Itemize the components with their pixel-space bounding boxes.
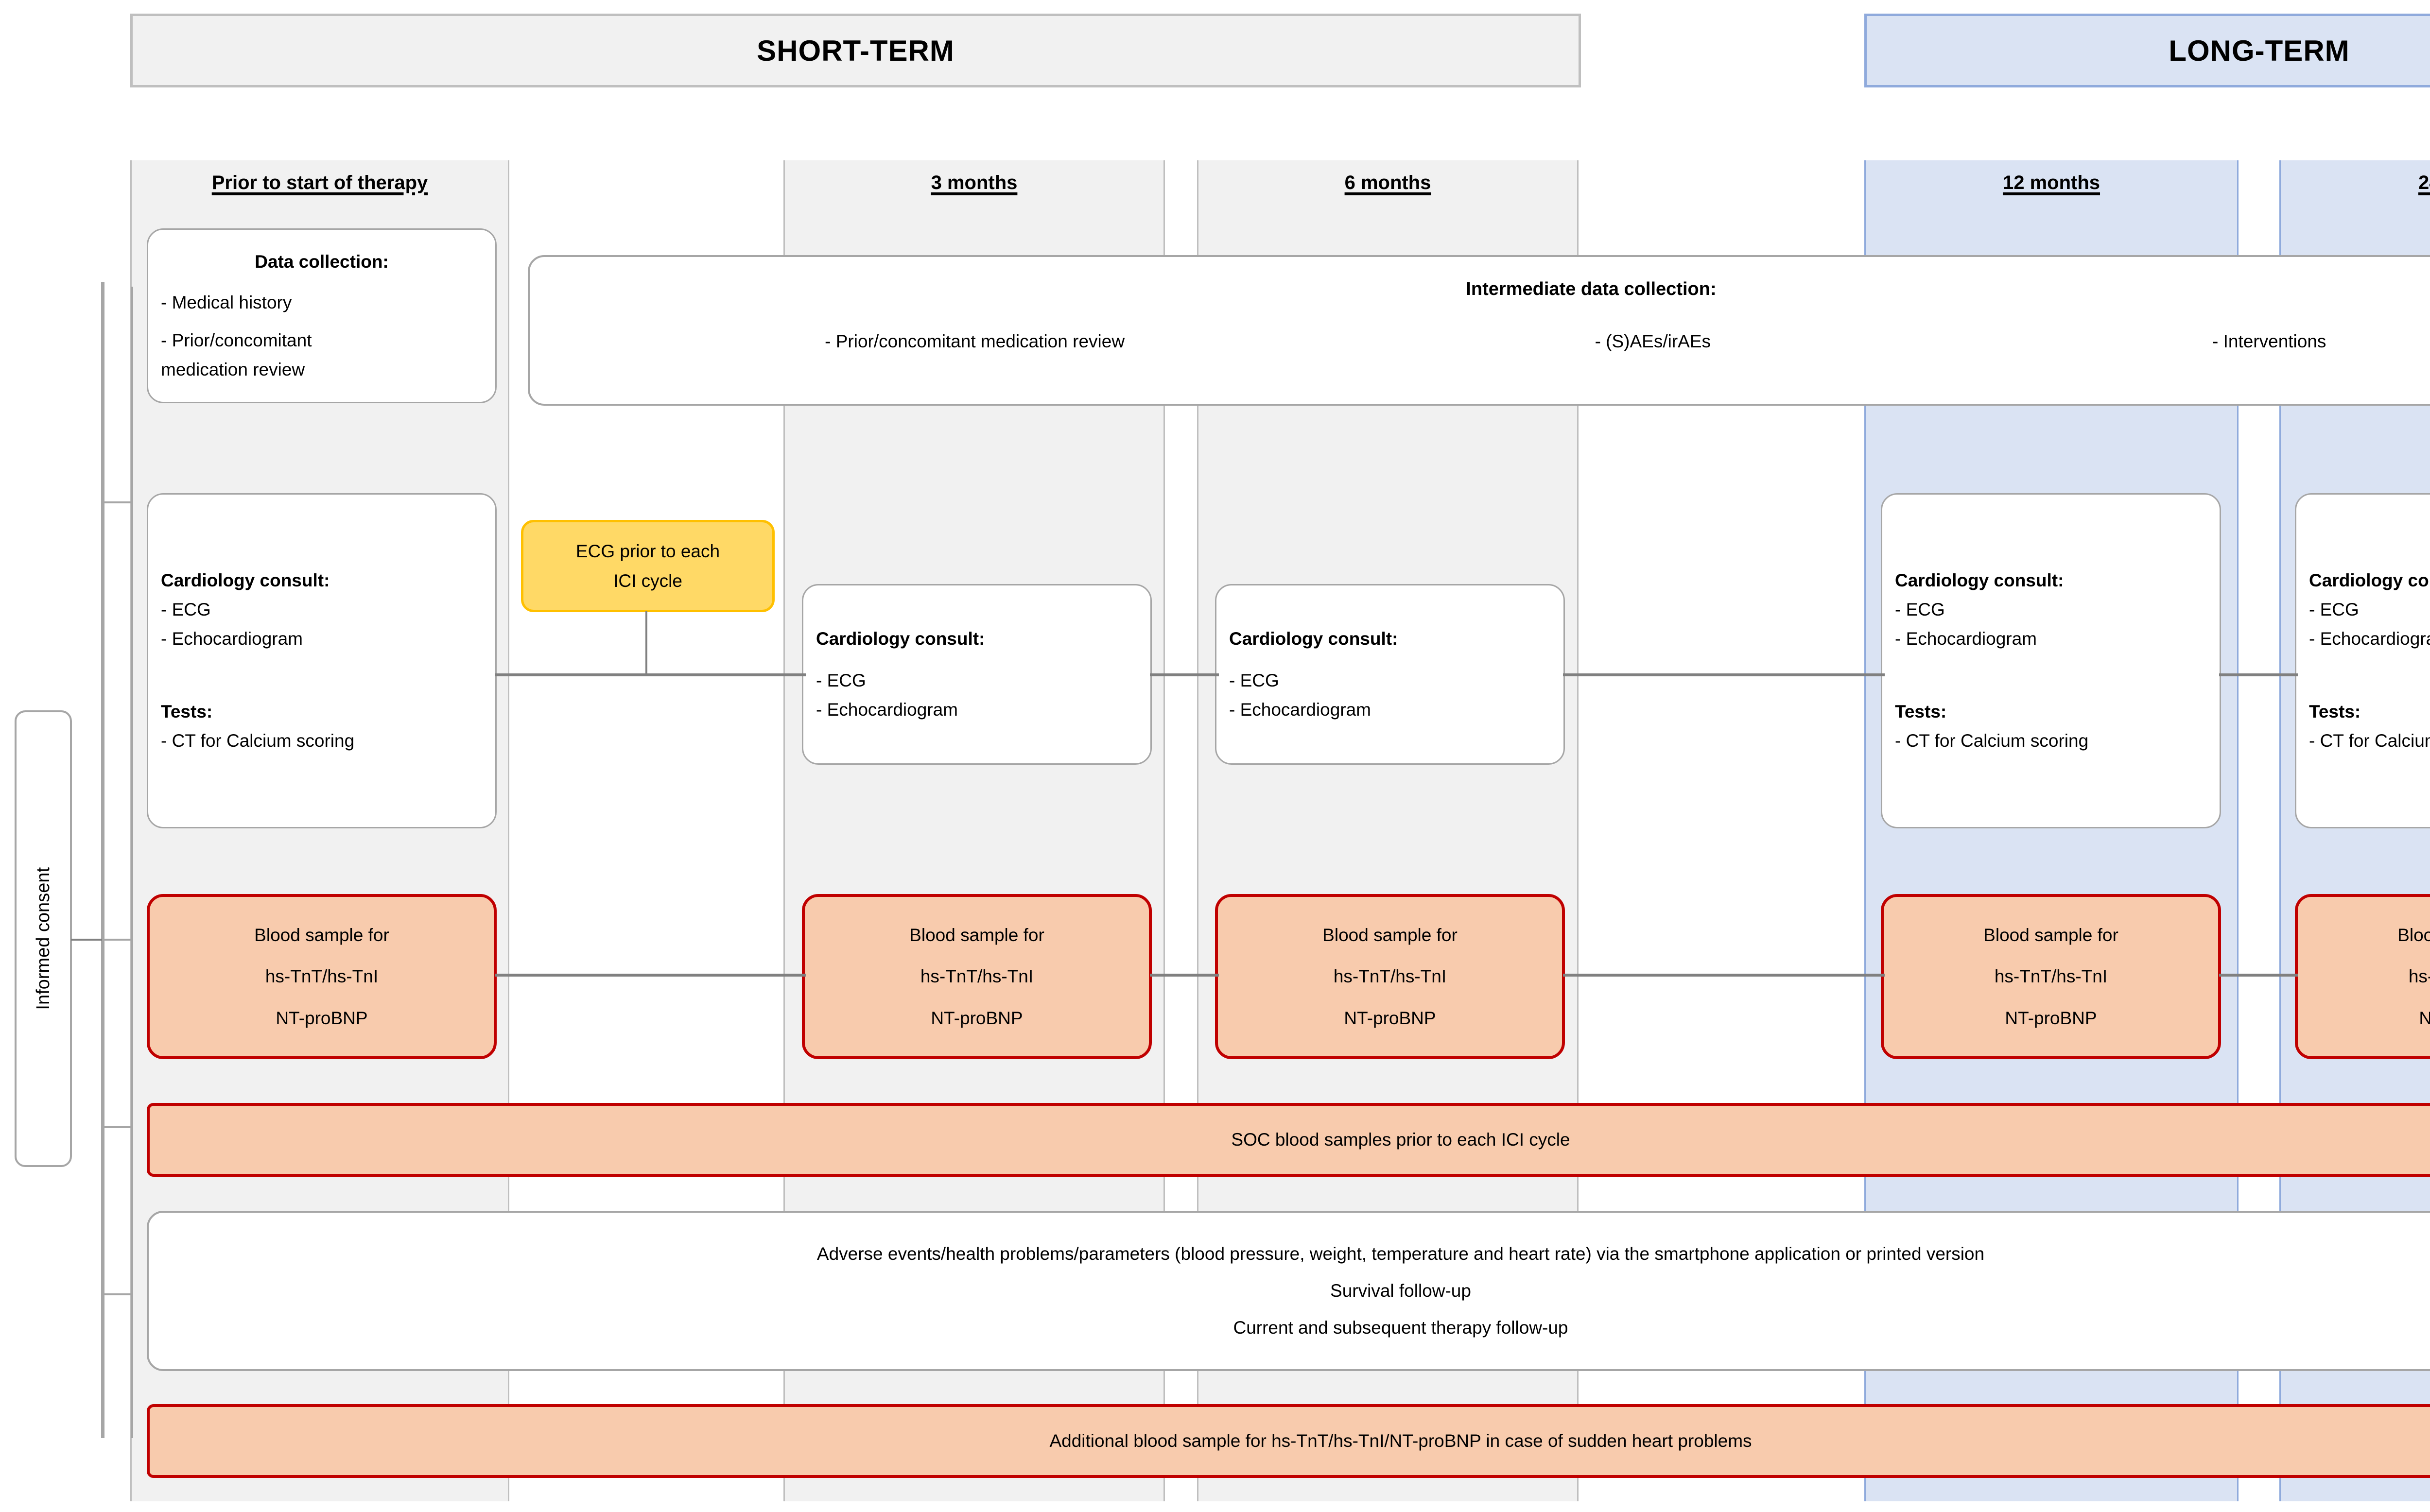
data-collection-item-0: - Medical history — [161, 292, 292, 313]
blood-sample-12months-line1: Blood sample for — [1983, 925, 2118, 945]
tests-24months-title: Tests: — [2309, 701, 2361, 722]
tests-12months-item-0: - CT for Calcium scoring — [1895, 730, 2089, 751]
data-collection-title: Data collection: — [255, 252, 389, 272]
blood-sample-baseline-line3: NT-proBNP — [276, 1008, 368, 1028]
blood-sample-12months-line3: NT-proBNP — [2005, 1008, 2097, 1028]
connector-blood-6m-to-12m — [1563, 974, 1885, 977]
blood-sample-box-baseline: Blood sample for hs-TnT/hs-TnI NT-proBNP — [147, 894, 497, 1059]
connector-blood-12m-to-24m — [2219, 974, 2298, 977]
baseline-cardiology-box: Cardiology consult: - ECG - Echocardiogr… — [147, 493, 497, 828]
consent-connector-main — [71, 939, 103, 941]
blood-sample-baseline-line2: hs-TnT/hs-TnI — [265, 966, 379, 987]
cardiology-6months-item-0: - ECG — [1229, 670, 1279, 691]
baseline-cardiology-item-1: - Echocardiogram — [161, 629, 303, 649]
blood-sample-6months-line3: NT-proBNP — [1344, 1008, 1436, 1028]
consent-branch-4 — [102, 1293, 132, 1295]
soc-blood-samples-text: SOC blood samples prior to each ICI cycl… — [1231, 1130, 1570, 1150]
consent-bracket-inner — [131, 287, 133, 1438]
blood-sample-24months-line1: Blood sample for — [2397, 925, 2430, 945]
baseline-tests-item-0: - CT for Calcium scoring — [161, 730, 355, 751]
phase-label-long-term: LONG-TERM — [2169, 34, 2350, 67]
cardiology-12months-item-1: - Echocardiogram — [1895, 629, 2037, 649]
cardiology-12months-item-0: - ECG — [1895, 600, 1945, 620]
consent-branch-1 — [102, 501, 132, 503]
consent-branch-2 — [102, 939, 132, 941]
followup-box: Adverse events/health problems/parameter… — [147, 1211, 2430, 1371]
ecg-drop-connector — [645, 611, 647, 674]
connector-cardiology-6m-to-12m — [1563, 673, 1885, 676]
cardiology-box-6months: Cardiology consult: - ECG - Echocardiogr… — [1215, 584, 1565, 765]
baseline-cardiology-title: Cardiology consult: — [161, 570, 330, 591]
connector-blood-3m-to-6m — [1150, 974, 1219, 977]
cardiology-box-12months: Cardiology consult: - ECG - Echocardiogr… — [1881, 493, 2221, 828]
cardiology-3months-title: Cardiology consult: — [816, 629, 985, 649]
intermediate-item-2: - (S)AEs/irAEs — [1595, 331, 1711, 351]
blood-sample-3months-line2: hs-TnT/hs-TnI — [920, 966, 1034, 987]
informed-consent-text: Informed consent — [33, 867, 53, 1010]
phase-label-short-term: SHORT-TERM — [757, 34, 955, 67]
data-collection-item-1: - Prior/concomitant — [161, 330, 312, 350]
soc-blood-samples-box: SOC blood samples prior to each ICI cycl… — [147, 1103, 2430, 1177]
consent-bracket-trunk — [101, 282, 104, 1438]
intermediate-item-3: - Interventions — [2212, 331, 2326, 351]
tests-24months-item-0: - CT for Calcium scoring — [2309, 730, 2430, 751]
cardiology-24months-item-1: - Echocardiogram — [2309, 629, 2430, 649]
blood-sample-12months-line2: hs-TnT/hs-TnI — [1994, 966, 2108, 987]
column-header-label-24months: 24 months — [2418, 172, 2430, 193]
cardiology-3months-item-1: - Echocardiogram — [816, 699, 958, 720]
intermediate-item-1: - Prior/concomitant medication review — [825, 331, 1125, 351]
cardiology-24months-title: Cardiology consult: — [2309, 570, 2430, 591]
blood-sample-6months-line1: Blood sample for — [1322, 925, 1458, 945]
cardiology-3months-item-0: - ECG — [816, 670, 866, 691]
informed-consent-label: Informed consent — [15, 710, 72, 1167]
consent-branch-3 — [102, 1126, 132, 1128]
blood-sample-24months-line2: hs-TnT/hs-TnI — [2408, 966, 2430, 987]
ecg-box-line2: ICI cycle — [613, 571, 682, 591]
followup-line-2: Survival follow-up — [1330, 1281, 1471, 1301]
blood-sample-3months-line3: NT-proBNP — [931, 1008, 1023, 1028]
data-collection-box: Data collection: - Medical history - Pri… — [147, 228, 497, 403]
blood-sample-baseline-line1: Blood sample for — [254, 925, 389, 945]
blood-sample-box-6months: Blood sample for hs-TnT/hs-TnI NT-proBNP — [1215, 894, 1565, 1059]
blood-sample-box-24months: Blood sample for hs-TnT/hs-TnI NT-proBNP — [2295, 894, 2430, 1059]
additional-blood-sample-box: Additional blood sample for hs-TnT/hs-Tn… — [147, 1404, 2430, 1478]
column-header-24months: 24 months — [2279, 160, 2430, 214]
column-header-6months: 6 months — [1197, 160, 1579, 214]
followup-line-3: Current and subsequent therapy follow-up — [1233, 1318, 1568, 1338]
intermediate-title: Intermediate data collection: — [1466, 279, 1717, 299]
cardiology-6months-title: Cardiology consult: — [1229, 629, 1398, 649]
blood-sample-24months-line3: NT-proBNP — [2419, 1008, 2430, 1028]
blood-sample-3months-line1: Blood sample for — [909, 925, 1044, 945]
ecg-prior-to-each-cycle-box: ECG prior to each ICI cycle — [521, 520, 775, 612]
blood-sample-box-3months: Blood sample for hs-TnT/hs-TnI NT-proBNP — [802, 894, 1152, 1059]
data-collection-item-2: medication review — [161, 359, 305, 379]
connector-cardiology-3m-to-6m — [1150, 673, 1219, 676]
additional-blood-sample-text: Additional blood sample for hs-TnT/hs-Tn… — [1049, 1431, 1752, 1451]
cardiology-box-3months: Cardiology consult: - ECG - Echocardiogr… — [802, 584, 1152, 765]
cardiology-6months-item-1: - Echocardiogram — [1229, 699, 1371, 720]
ecg-box-line1: ECG prior to each — [575, 541, 720, 561]
baseline-cardiology-item-0: - ECG — [161, 600, 211, 620]
column-header-label-3months: 3 months — [931, 172, 1018, 193]
blood-sample-box-12months: Blood sample for hs-TnT/hs-TnI NT-proBNP — [1881, 894, 2221, 1059]
connector-cardiology-12m-to-24m — [2219, 673, 2298, 676]
column-header-3months: 3 months — [783, 160, 1165, 214]
column-header-label-baseline: Prior to start of therapy — [211, 172, 428, 193]
connector-blood-baseline-to-3m — [495, 974, 806, 977]
column-header-label-12months: 12 months — [2002, 172, 2100, 193]
column-header-label-6months: 6 months — [1344, 172, 1431, 193]
intermediate-data-collection-box: Intermediate data collection: - Prior/co… — [528, 255, 2430, 406]
column-header-12months: 12 months — [1864, 160, 2239, 214]
cardiology-24months-item-0: - ECG — [2309, 600, 2359, 620]
followup-line-1: Adverse events/health problems/parameter… — [816, 1244, 1985, 1264]
tests-12months-title: Tests: — [1895, 701, 1947, 722]
blood-sample-6months-line2: hs-TnT/hs-TnI — [1333, 966, 1447, 987]
cardiology-box-24months: Cardiology consult: - ECG - Echocardiogr… — [2295, 493, 2430, 828]
phase-banner-short-term: SHORT-TERM — [130, 14, 1581, 87]
cardiology-12months-title: Cardiology consult: — [1895, 570, 2064, 591]
baseline-tests-title: Tests: — [161, 701, 213, 722]
connector-cardiology-baseline-to-3m — [495, 673, 806, 676]
phase-banner-long-term: LONG-TERM — [1864, 14, 2430, 87]
column-header-baseline: Prior to start of therapy — [130, 160, 509, 214]
